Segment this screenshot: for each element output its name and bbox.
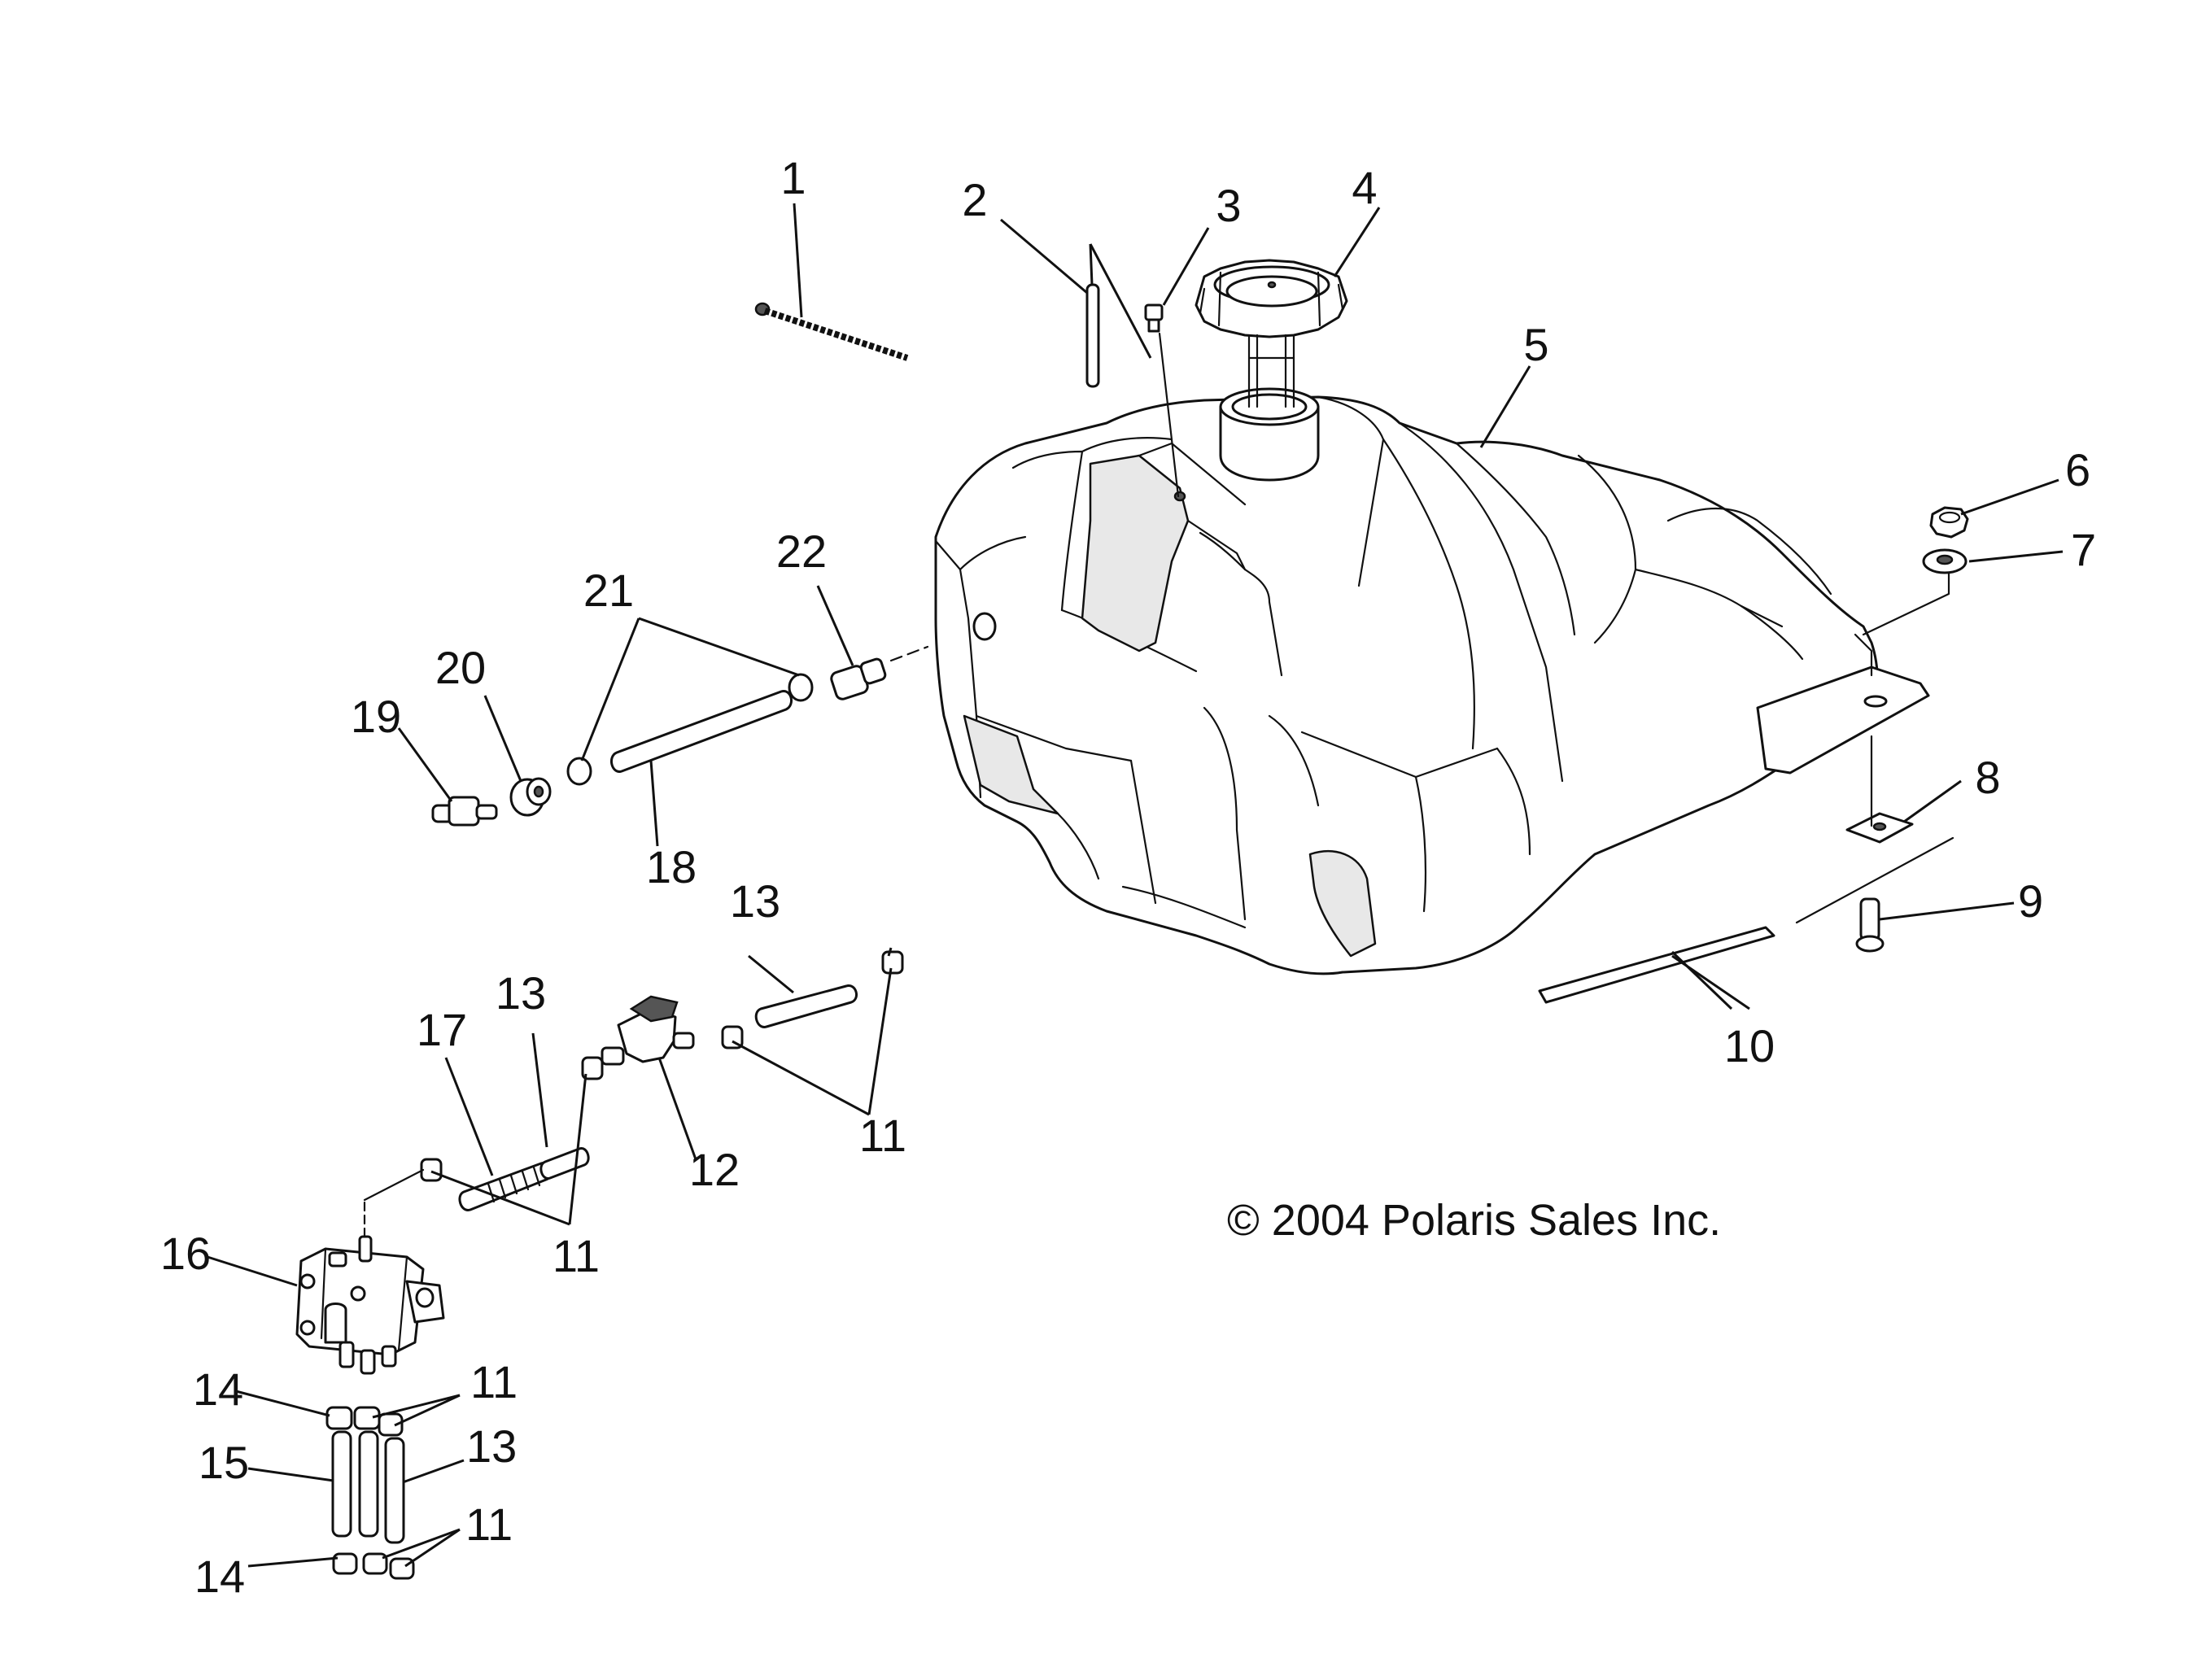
callout-6: 6 (2065, 444, 2090, 495)
callout-8: 8 (1975, 752, 2000, 803)
part-10-strip (1538, 926, 1775, 1004)
callout-13-upper: 13 (730, 875, 780, 927)
callout-18: 18 (646, 841, 697, 892)
part-12-fuel-valve (601, 995, 695, 1066)
callout-11-spring: 11 (552, 1230, 600, 1281)
callout-11-hose-valve: 11 (859, 1110, 906, 1161)
callout-5: 5 (1523, 319, 1548, 370)
callout-17: 17 (417, 1004, 467, 1055)
callout-4: 4 (1352, 162, 1377, 213)
part-13-hose-upper (754, 984, 858, 1028)
callout-20: 20 (435, 642, 486, 693)
leader-lines (207, 203, 2064, 1568)
callout-14-lower: 14 (194, 1551, 245, 1602)
part-2-vent-tube (1085, 283, 1100, 388)
callout-7: 7 (2071, 524, 2096, 575)
part-6-nut (1929, 506, 1969, 539)
part-22-fitting (830, 645, 929, 700)
callout-13-spring: 13 (496, 967, 546, 1019)
callout-21: 21 (583, 565, 634, 616)
callout-13-lower: 13 (466, 1420, 517, 1472)
part-4-fuel-cap (1195, 259, 1348, 408)
callout-15: 15 (199, 1437, 249, 1488)
part-8-pad (1845, 735, 1914, 844)
part-3-fitting (1144, 303, 1180, 498)
callout-16: 16 (160, 1228, 211, 1279)
callout-10: 10 (1724, 1020, 1775, 1071)
part-21-clamp (566, 673, 814, 786)
part-20-grommet (509, 777, 552, 817)
callout-11-pump-upper: 11 (470, 1356, 518, 1407)
part-18-hose (609, 690, 793, 773)
callout-2: 2 (962, 174, 987, 225)
part-16-fuel-pump (295, 1168, 445, 1375)
part-15-hoses (331, 1430, 405, 1544)
part-11-clamps (420, 950, 904, 1182)
part-1-strap (754, 302, 909, 361)
callout-3: 3 (1216, 180, 1241, 231)
part-7-washer (1862, 548, 1968, 636)
callout-9: 9 (2018, 875, 2043, 927)
part-9-bolt (1795, 836, 1954, 953)
callout-14-upper: 14 (193, 1364, 243, 1415)
callout-12: 12 (689, 1144, 740, 1195)
callout-22: 22 (776, 526, 827, 577)
callout-19: 19 (351, 691, 401, 742)
callout-1: 1 (780, 152, 806, 203)
part-14-clamps-lower (332, 1552, 415, 1580)
part-17-spring (458, 1147, 590, 1211)
callout-11-pump-lower: 11 (465, 1499, 513, 1550)
part-14-clamps-upper (325, 1406, 404, 1437)
copyright-notice: © 2004 Polaris Sales Inc. (1227, 1196, 1721, 1245)
callouts: 1 2 3 4 5 6 7 8 9 10 11 11 11 11 12 13 1… (160, 152, 2096, 1602)
part-19-fitting (431, 796, 498, 827)
fuel-tank (934, 387, 1930, 975)
